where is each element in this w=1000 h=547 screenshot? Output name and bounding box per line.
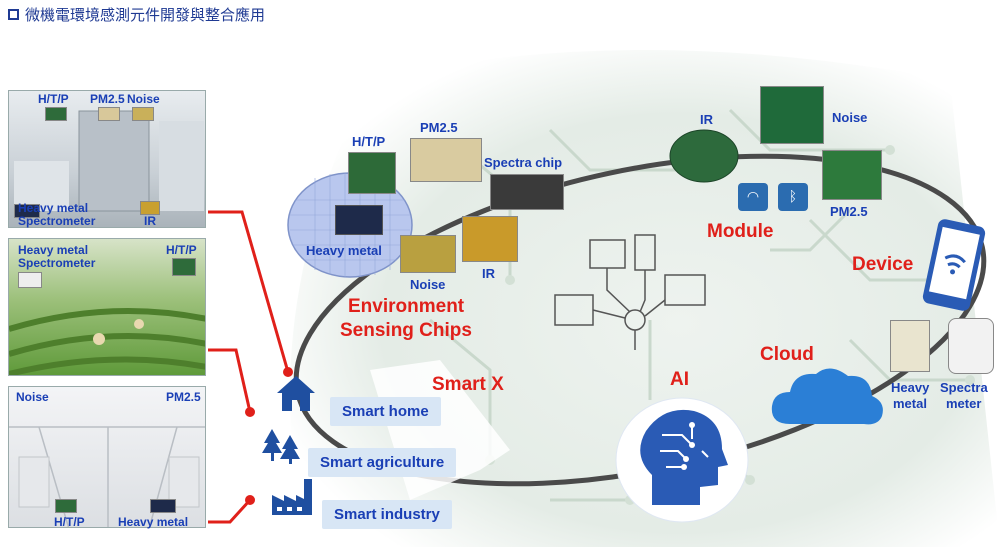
industry-label-pm25: PM2.5 (166, 390, 201, 404)
bluetooth-icon: ᛒ (778, 183, 808, 211)
device-label: Device (852, 254, 914, 275)
env-sensing-label-line1: Environment (348, 296, 465, 317)
smartphone-icon (922, 219, 986, 311)
ai-brain-head-icon (615, 397, 749, 523)
spectrometer-device-icon (948, 318, 994, 374)
ir-sensor-chip-icon (462, 216, 518, 262)
wifi-icon: ◠ (738, 183, 768, 211)
factory-icon (272, 479, 312, 515)
noise-chip-icon (132, 107, 154, 121)
industry-heavy-metal-chip-icon (150, 499, 176, 513)
page-title: 微機電環境感測元件開發與整合應用 (8, 4, 265, 25)
smart-home-label: Smart home (330, 397, 441, 426)
photo-label-pm25: PM2.5 (90, 92, 125, 106)
noise-module-board-icon (760, 86, 824, 144)
htp-chip-icon (45, 107, 67, 121)
module-label-pm25: PM2.5 (830, 204, 868, 219)
heavy-metal-device-icon (890, 320, 930, 372)
chip-label-pm25: PM2.5 (420, 120, 458, 135)
industry-label-noise: Noise (16, 390, 49, 404)
photo-label-ir: IR (144, 214, 156, 228)
spectra-chip-icon (490, 174, 564, 210)
device-label-heavy-line2: metal (893, 396, 927, 411)
ir-module-board-icon (669, 129, 739, 183)
device-label-spec-line1: Spectra (940, 380, 988, 395)
heavy-metal-sensor-chip-icon (335, 205, 383, 235)
heavy-metal-chip-icon (14, 204, 40, 218)
photo-label-noise: Noise (127, 92, 160, 106)
agri-htp-chip-icon (172, 258, 196, 276)
module-label-noise: Noise (832, 110, 868, 125)
smart-industry-label: Smart industry (322, 500, 452, 529)
env-sensing-label-line2: Sensing Chips (340, 320, 472, 341)
pm25-module-board-icon (822, 150, 882, 200)
spectrometer-chip-icon (18, 272, 42, 288)
pm25-sensor-chip-icon (410, 138, 482, 182)
chip-label-spectra: Spectra chip (484, 155, 563, 170)
chip-label-noise: Noise (410, 277, 446, 292)
trees-icon (262, 429, 300, 464)
photo-label-spectrometer: Spectrometer (18, 214, 96, 228)
smart-x-label: Smart X (432, 374, 504, 395)
industry-htp-chip-icon (55, 499, 77, 513)
device-label-heavy-line1: Heavy (891, 380, 930, 395)
connector-lines (208, 210, 293, 524)
agri-label-htp: H/T/P (166, 243, 197, 257)
cloud-label: Cloud (760, 344, 814, 365)
industry-label-htp: H/T/P (54, 515, 85, 529)
ir-chip-icon (140, 201, 160, 215)
checkbox-square-icon (8, 9, 19, 20)
photo-label-htp: H/T/P (38, 92, 69, 106)
chip-label-heavy-metal: Heavy metal (306, 243, 382, 258)
network-sketch-icon (554, 234, 706, 350)
industry-label-heavy-metal: Heavy metal (118, 515, 189, 529)
module-label: Module (707, 221, 774, 242)
chip-label-ir: IR (482, 266, 495, 281)
device-label-spec-line2: meter (946, 396, 982, 411)
smart-industry-photo (8, 386, 206, 528)
photo-label-heavy-metal: Heavy metal (18, 201, 89, 215)
chip-label-htp: H/T/P (352, 134, 386, 149)
smart-agriculture-label: Smart agriculture (308, 448, 457, 477)
pm25-chip-icon (98, 107, 120, 121)
cloud-icon (771, 368, 883, 425)
title-text: 微機電環境感測元件開發與整合應用 (25, 6, 266, 24)
noise-sensor-chip-icon (400, 235, 456, 273)
agri-label-heavy-metal: Heavy metal (18, 243, 89, 257)
agri-label-spectrometer: Spectrometer (18, 256, 96, 270)
house-icon (277, 376, 315, 411)
ai-label: AI (670, 369, 689, 390)
htp-sensor-chip-icon (348, 152, 396, 194)
module-label-ir: IR (700, 112, 713, 127)
